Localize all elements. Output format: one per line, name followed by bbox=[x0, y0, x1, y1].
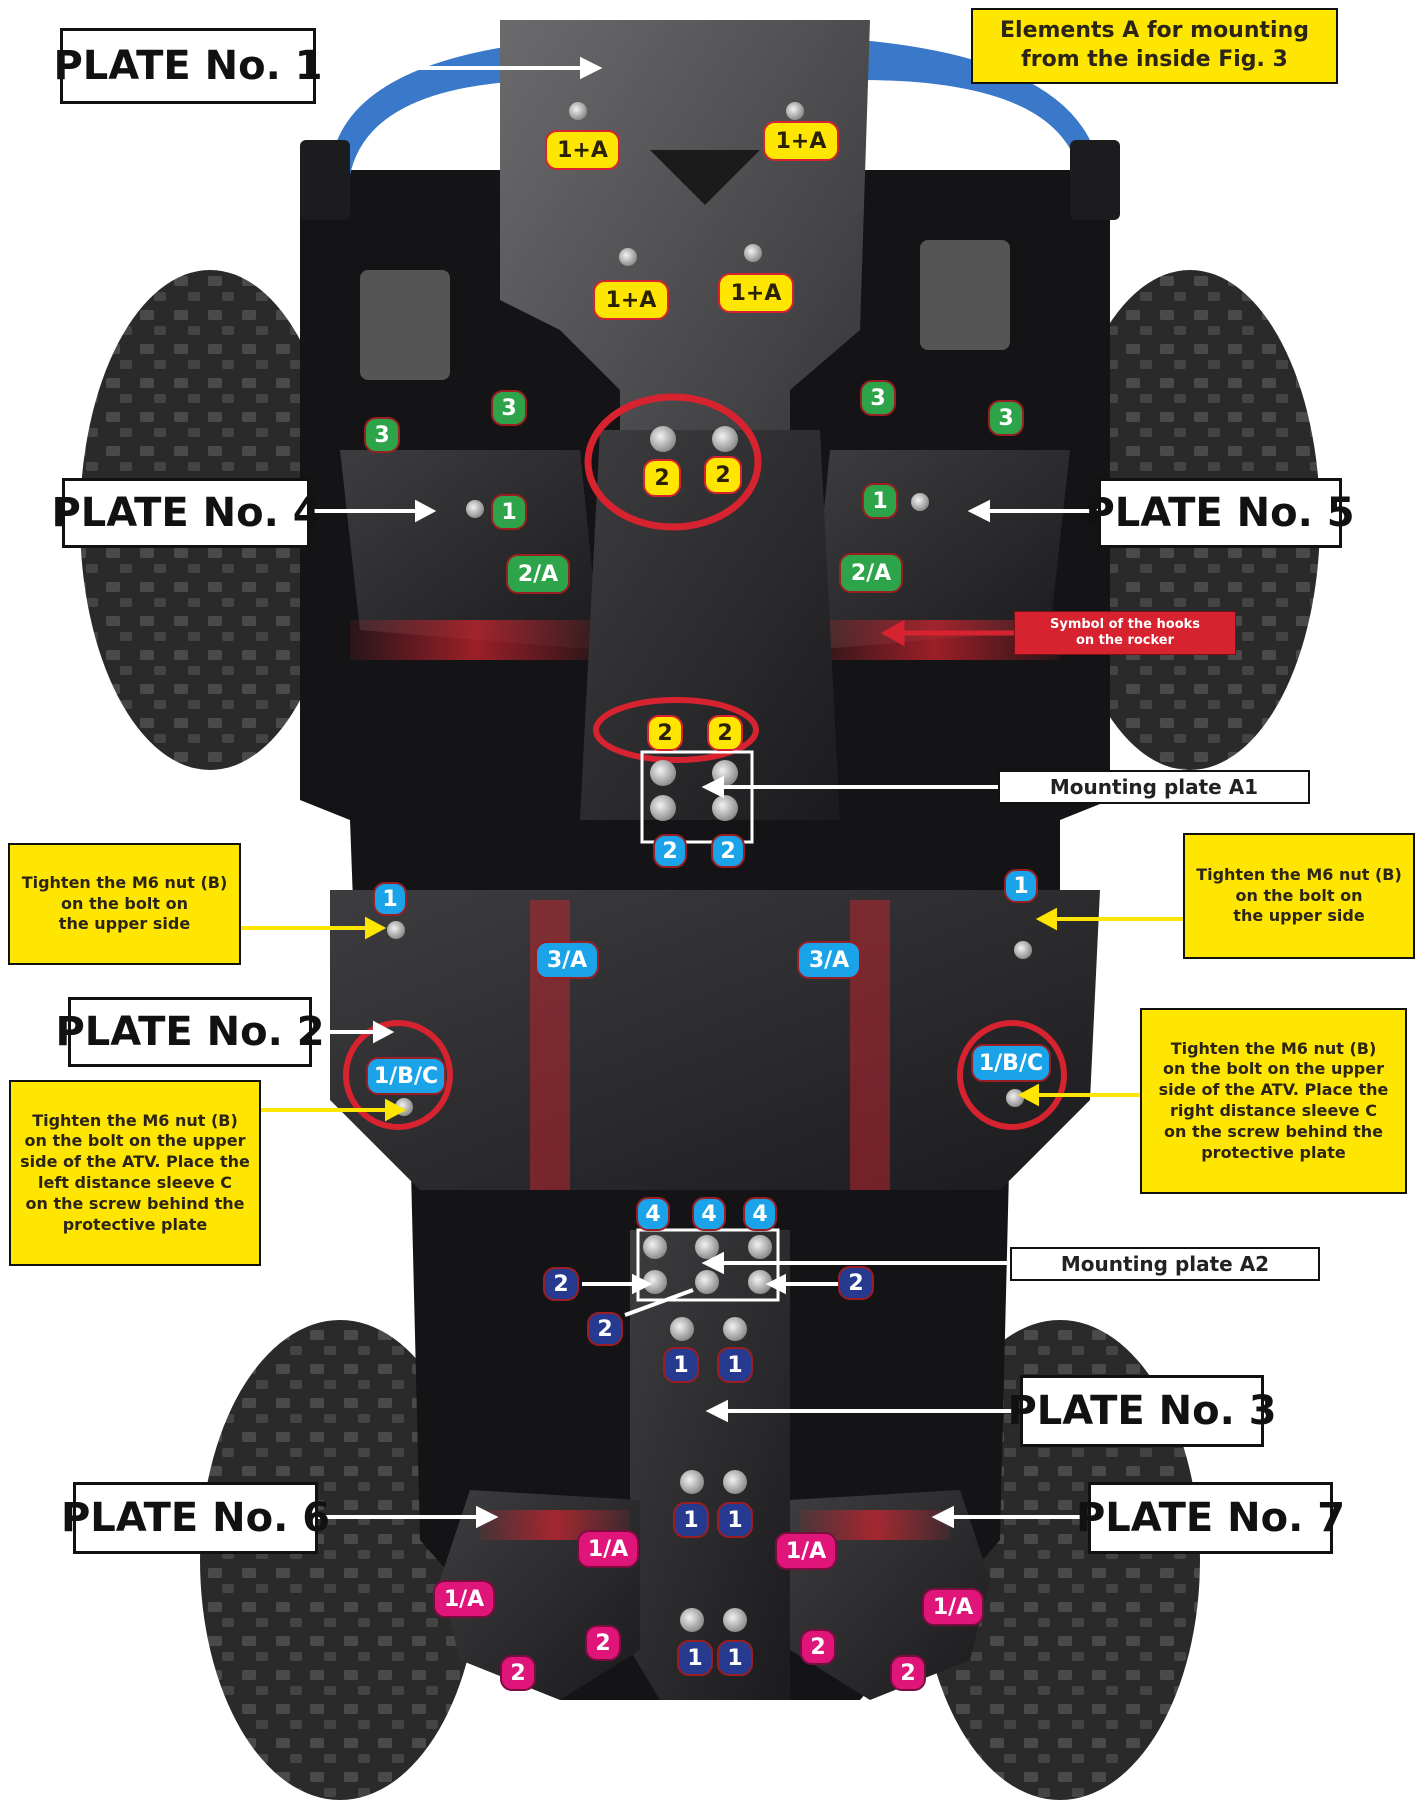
m6-right-line3: the upper side bbox=[1233, 906, 1364, 927]
hooks-line2: on the rocker bbox=[1076, 633, 1174, 649]
badge-n1-b: 1 bbox=[717, 1347, 753, 1383]
badge-y2-c: 2 bbox=[647, 715, 683, 751]
badge-c1bc-right: 1/B/C bbox=[971, 1044, 1051, 1082]
badge-c3a-right: 3/A bbox=[797, 941, 861, 979]
badge-c1-right: 1 bbox=[1004, 869, 1038, 903]
plate-5-label: PLATE No. 5 bbox=[1098, 478, 1342, 548]
badge-c4-c: 4 bbox=[743, 1197, 777, 1231]
m6-right-note: Tighten the M6 nut (B) on the bolt on th… bbox=[1183, 833, 1415, 959]
sleeve-left-line2: on the bolt on the upper bbox=[24, 1131, 245, 1152]
sleeve-left-line5: on the screw behind the bbox=[26, 1194, 245, 1215]
badge-g2a-left: 2/A bbox=[506, 554, 570, 594]
badge-1a-top-left: 1+A bbox=[545, 130, 620, 170]
badge-p2-d: 2 bbox=[890, 1655, 926, 1691]
badge-n2-left: 2 bbox=[543, 1267, 579, 1301]
badge-y2-a: 2 bbox=[643, 459, 681, 497]
sleeve-left-line3: side of the ATV. Place the bbox=[20, 1152, 250, 1173]
plate-6-label: PLATE No. 6 bbox=[73, 1482, 318, 1554]
mount-a1-label: Mounting plate A1 bbox=[998, 770, 1310, 804]
badge-n1-f: 1 bbox=[717, 1640, 753, 1676]
plate-4-label: PLATE No. 4 bbox=[62, 478, 310, 548]
plate-2-shape bbox=[330, 890, 1100, 1190]
badge-n1-d: 1 bbox=[717, 1502, 753, 1538]
badge-c1bc-left: 1/B/C bbox=[366, 1057, 446, 1095]
elements-a-note: Elements A for mounting from the inside … bbox=[971, 8, 1338, 84]
badge-1a-top-right: 1+A bbox=[763, 121, 839, 161]
sleeve-right-note: Tighten the M6 nut (B) on the bolt on th… bbox=[1140, 1008, 1407, 1194]
plate-1-label: PLATE No. 1 bbox=[60, 28, 316, 104]
badge-c4-b: 4 bbox=[692, 1197, 726, 1231]
badge-p2-b: 2 bbox=[800, 1629, 836, 1665]
sleeve-left-line6: protective plate bbox=[63, 1215, 208, 1236]
sleeve-right-line3: side of the ATV. Place the bbox=[1159, 1080, 1389, 1101]
badge-c1-left: 1 bbox=[373, 882, 407, 916]
badge-p1a-c: 1/A bbox=[433, 1580, 495, 1618]
badge-n1-c: 1 bbox=[673, 1502, 709, 1538]
badge-1a-mid-left: 1+A bbox=[593, 280, 669, 320]
elements-a-line1: Elements A for mounting bbox=[1000, 17, 1309, 46]
badge-g3-left: 3 bbox=[491, 390, 527, 426]
badge-c3a-left: 3/A bbox=[535, 941, 599, 979]
badge-p1a-d: 1/A bbox=[922, 1588, 984, 1626]
sleeve-right-line6: protective plate bbox=[1201, 1143, 1346, 1164]
badge-p1a-a: 1/A bbox=[577, 1530, 639, 1568]
m6-right-line1: Tighten the M6 nut (B) bbox=[1196, 865, 1402, 886]
badge-p1a-b: 1/A bbox=[775, 1532, 837, 1570]
badge-p2-c: 2 bbox=[500, 1655, 536, 1691]
badge-g1-left: 1 bbox=[491, 494, 527, 530]
plate-2-label: PLATE No. 2 bbox=[68, 997, 312, 1067]
badge-n2-lower: 2 bbox=[587, 1312, 623, 1346]
badge-p2-a: 2 bbox=[585, 1625, 621, 1661]
badge-y2-b: 2 bbox=[704, 456, 742, 494]
m6-right-line2: on the bolt on bbox=[1236, 886, 1363, 907]
m6-left-line2: on the bolt on bbox=[61, 894, 188, 915]
badge-g3-far-right: 3 bbox=[988, 400, 1024, 436]
badge-g1-right: 1 bbox=[862, 483, 898, 519]
badge-g3-right: 3 bbox=[860, 380, 896, 416]
hooks-symbol-note: Symbol of the hooks on the rocker bbox=[1014, 611, 1236, 655]
sleeve-left-note: Tighten the M6 nut (B) on the bolt on th… bbox=[9, 1080, 261, 1266]
elements-a-line2: from the inside Fig. 3 bbox=[1021, 46, 1288, 75]
badge-n2-right: 2 bbox=[838, 1266, 874, 1300]
mount-a2-label: Mounting plate A2 bbox=[1010, 1247, 1320, 1281]
badge-n1-a: 1 bbox=[663, 1347, 699, 1383]
sleeve-left-line4: left distance sleeve C bbox=[38, 1173, 232, 1194]
badge-c2-a: 2 bbox=[653, 834, 687, 868]
m6-left-line1: Tighten the M6 nut (B) bbox=[22, 873, 228, 894]
badge-c4-a: 4 bbox=[636, 1197, 670, 1231]
plate-3-label: PLATE No. 3 bbox=[1020, 1375, 1264, 1447]
sleeve-right-line2: on the bolt on the upper bbox=[1163, 1059, 1384, 1080]
hooks-line1: Symbol of the hooks bbox=[1050, 617, 1200, 633]
badge-g3-far-left: 3 bbox=[364, 417, 400, 453]
badge-n1-e: 1 bbox=[677, 1640, 713, 1676]
badge-y2-d: 2 bbox=[707, 715, 743, 751]
badge-c2-b: 2 bbox=[711, 834, 745, 868]
sleeve-right-line4: right distance sleeve C bbox=[1170, 1101, 1377, 1122]
badge-g2a-right: 2/A bbox=[839, 553, 903, 593]
badge-1a-mid-right: 1+A bbox=[718, 273, 794, 313]
sleeve-right-line1: Tighten the M6 nut (B) bbox=[1171, 1039, 1377, 1060]
m6-left-note: Tighten the M6 nut (B) on the bolt on th… bbox=[8, 843, 241, 965]
sleeve-left-line1: Tighten the M6 nut (B) bbox=[32, 1111, 238, 1132]
m6-left-line3: the upper side bbox=[59, 914, 190, 935]
sleeve-right-line5: on the screw behind the bbox=[1164, 1122, 1383, 1143]
plate-7-label: PLATE No. 7 bbox=[1088, 1482, 1333, 1554]
